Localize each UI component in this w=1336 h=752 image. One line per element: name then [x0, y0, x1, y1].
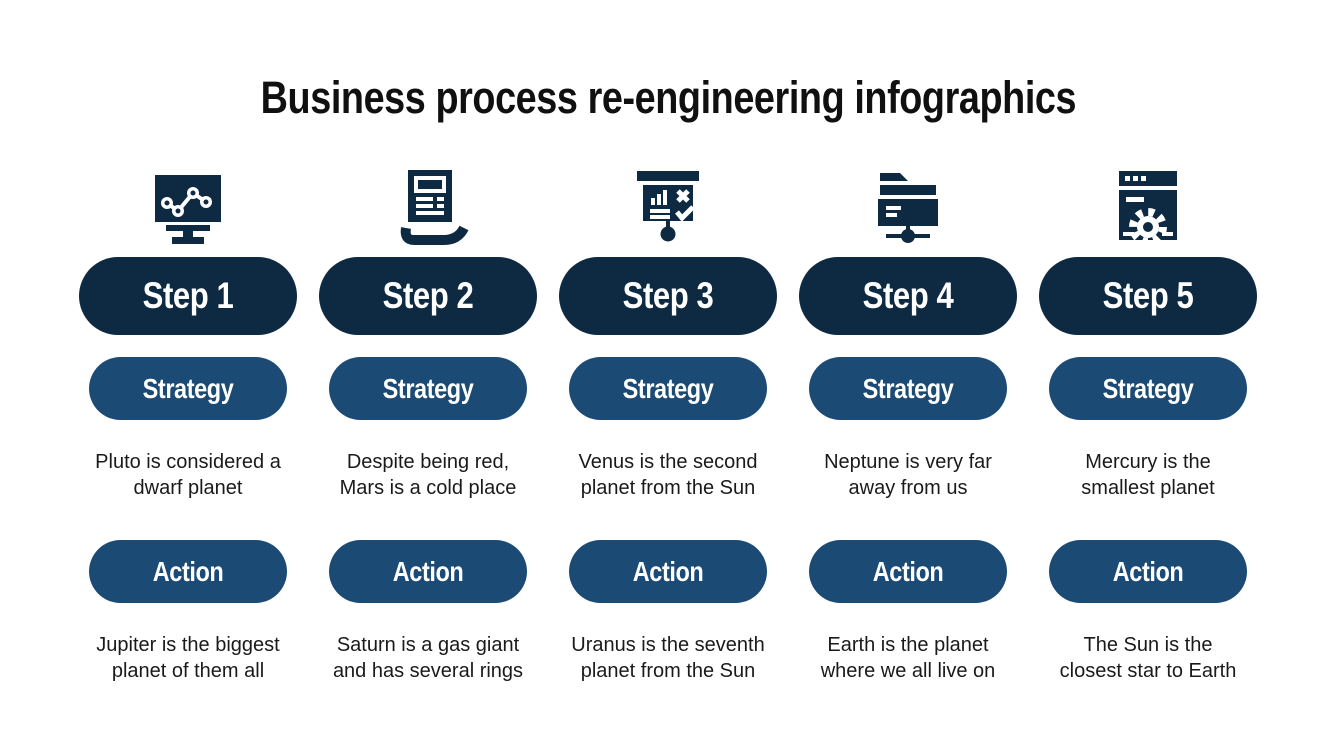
step-label: Step 3 [622, 275, 714, 316]
monitor-line-chart-icon [146, 160, 230, 248]
step-label: Step 1 [142, 275, 234, 316]
strategy-label: Strategy [382, 372, 474, 404]
strategy-text: Mercury is the smallest planet [1081, 451, 1215, 499]
network-folder-icon [866, 160, 950, 248]
step-label: Step 4 [862, 275, 954, 316]
action-label: Action [872, 555, 944, 587]
strategy-pill: Strategy [89, 357, 287, 420]
strategy-text: Despite being red, Mars is a cold place [339, 451, 517, 499]
column-step-2: Step 2 Strategy Despite being red, Mars … [308, 160, 548, 685]
strategy-text: Neptune is very far away from us [824, 451, 992, 499]
step-pill: Step 5 [1039, 257, 1257, 335]
action-pill: Action [569, 540, 767, 603]
page-title-text: Business process re-engineering infograp… [260, 72, 1076, 123]
column-step-5: Step 5 Strategy Mercury is the smallest … [1028, 160, 1268, 685]
steps-row: Step 1 Strategy Pluto is considered a dw… [68, 160, 1268, 685]
strategy-pill: Strategy [809, 357, 1007, 420]
strategy-label: Strategy [142, 372, 234, 404]
strategy-pill: Strategy [569, 357, 767, 420]
action-text: Jupiter is the biggest planet of them al… [96, 634, 280, 682]
presentation-board-icon [626, 160, 710, 248]
step-pill: Step 4 [799, 257, 1017, 335]
news-document-icon [386, 160, 470, 248]
strategy-text: Pluto is considered a dwarf planet [95, 451, 281, 499]
action-pill: Action [1049, 540, 1247, 603]
column-step-3: Step 3 Strategy Venus is the second plan… [548, 160, 788, 685]
step-label: Step 2 [382, 275, 474, 316]
action-pill: Action [809, 540, 1007, 603]
strategy-label: Strategy [622, 372, 714, 404]
strategy-label: Strategy [1102, 372, 1194, 404]
strategy-pill: Strategy [1049, 357, 1247, 420]
column-step-4: Step 4 Strategy Neptune is very far away… [788, 160, 1028, 685]
page-title: Business process re-engineering infograp… [0, 72, 1336, 124]
browser-gear-icon [1106, 160, 1190, 248]
action-text: Uranus is the seventh planet from the Su… [571, 634, 765, 682]
action-text: Earth is the planet where we all live on [820, 634, 996, 682]
action-text: The Sun is the closest star to Earth [1059, 634, 1237, 682]
action-text: Saturn is a gas giant and has several ri… [332, 634, 524, 682]
action-label: Action [152, 555, 224, 587]
column-step-1: Step 1 Strategy Pluto is considered a dw… [68, 160, 308, 685]
action-label: Action [632, 555, 704, 587]
strategy-label: Strategy [862, 372, 954, 404]
action-label: Action [1112, 555, 1184, 587]
action-pill: Action [329, 540, 527, 603]
strategy-text: Venus is the second planet from the Sun [578, 451, 758, 499]
step-label: Step 5 [1102, 275, 1194, 316]
step-pill: Step 1 [79, 257, 297, 335]
action-pill: Action [89, 540, 287, 603]
step-pill: Step 3 [559, 257, 777, 335]
action-label: Action [392, 555, 464, 587]
strategy-pill: Strategy [329, 357, 527, 420]
step-pill: Step 2 [319, 257, 537, 335]
